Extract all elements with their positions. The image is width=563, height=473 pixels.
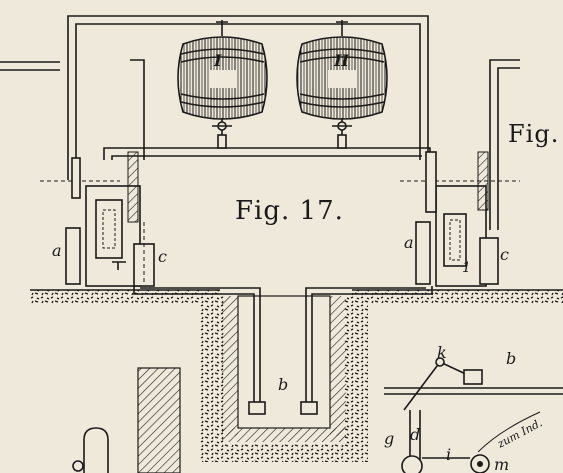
lower-left-fragment [72, 367, 181, 473]
label-d: d [410, 425, 420, 444]
lower-right-mechanism [384, 357, 563, 473]
label-c-right: c [500, 245, 509, 264]
label-a-right: a [404, 233, 414, 252]
label-a-left: a [52, 241, 62, 260]
left-apparatus [65, 151, 155, 287]
label-c-left: c [158, 247, 167, 266]
middle-pipe [40, 147, 520, 182]
label-i: i [446, 445, 451, 464]
figure-title-right: Fig. [508, 120, 559, 148]
barrel-ii-label: II [333, 51, 349, 70]
barrel-i-label: I [213, 51, 222, 70]
label-b-lower: b [506, 349, 516, 368]
upper-pipe-loop [0, 15, 520, 230]
figure-title: Fig. 17. [235, 196, 344, 226]
label-b-pit: b [278, 375, 288, 394]
label-k: k [437, 343, 447, 362]
label-m: m [494, 455, 509, 473]
barrel-ii [296, 20, 388, 149]
label-g: g [384, 429, 394, 448]
right-apparatus [415, 151, 499, 287]
barrel-i [177, 20, 268, 149]
cellar-pit [133, 286, 433, 462]
label-script: zum Ind. [494, 416, 544, 451]
label-one: 1 [462, 260, 471, 276]
